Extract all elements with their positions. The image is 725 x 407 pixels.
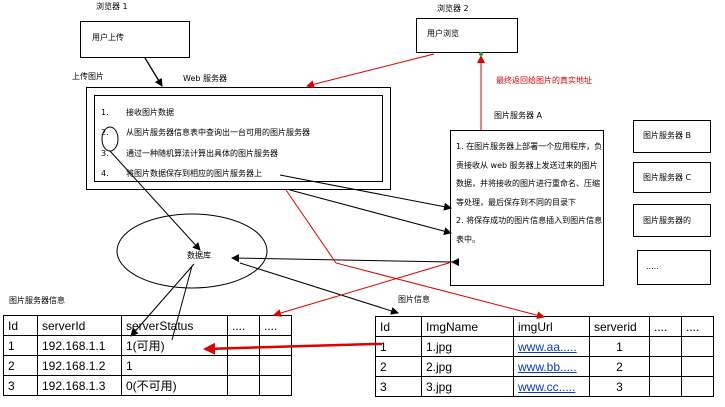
browser2-box: 用户浏览	[416, 18, 518, 53]
arrow-imgserver-db	[231, 254, 460, 267]
image-server-n-label: 图片服务器的	[643, 216, 691, 225]
table-cell: 2.jpg	[421, 356, 514, 377]
table-cell	[259, 355, 292, 376]
table-row: 3 192.168.1.3 0(不可用)	[3, 375, 292, 396]
image-table-header: Id ImgName imgUrl serverid .... ....	[375, 316, 714, 337]
table-row: 2 192.168.1.2 1	[3, 355, 292, 376]
table-cell	[227, 375, 260, 396]
image-server-c-label: 图片服务器 C	[643, 173, 692, 182]
arrow-db-to-imagetable	[239, 262, 399, 315]
server-table-title: 图片服务器信息	[9, 296, 65, 305]
table-cell	[649, 336, 682, 357]
table-cell	[681, 356, 714, 377]
header-cell: serverId	[37, 315, 122, 336]
image-table-title: 图片信息	[398, 295, 430, 304]
web-step-4: 4.将图片数据保存到相应的图片服务器上	[101, 169, 262, 178]
table-cell: 2	[375, 356, 422, 377]
image-server-more: .....	[637, 250, 711, 285]
header-cell: ....	[681, 316, 714, 337]
header-cell: ....	[227, 315, 260, 336]
image-server-b: 图片服务器 B	[633, 120, 711, 153]
table-cell: 192.168.1.1	[37, 335, 122, 356]
header-cell: ....	[259, 315, 292, 336]
image-server-more-label: .....	[646, 262, 659, 271]
upload-label: 上传图片	[72, 72, 104, 81]
table-cell: 2	[589, 356, 650, 377]
table-cell: 1	[375, 336, 422, 357]
table-cell: 192.168.1.3	[37, 375, 122, 396]
table-cell: 1.jpg	[421, 336, 514, 357]
table-cell	[259, 335, 292, 356]
table-row: 2 2.jpg www.bb..... 2	[375, 356, 714, 377]
header-cell: ....	[649, 316, 682, 337]
image-table: Id ImgName imgUrl serverid .... .... 1 1…	[375, 316, 714, 397]
arrow-web-to-imgserver	[289, 189, 452, 236]
web-step-2: 2.从图片服务器信息表中查询出一台可用的图片服务器	[101, 128, 310, 137]
table-cell: 1	[3, 335, 38, 356]
table-cell	[227, 355, 260, 376]
table-cell: 192.168.1.2	[37, 355, 122, 376]
arrow-browser2-to-web	[306, 53, 435, 89]
header-cell: Id	[375, 316, 422, 337]
web-step-1: 1.接收图片数据	[101, 108, 174, 117]
table-row: 3 3.jpg www.cc..... 3	[375, 376, 714, 397]
server-table: Id serverId serverStatus .... .... 1 192…	[3, 315, 292, 396]
table-cell: 3.jpg	[421, 376, 514, 397]
table-cell: 2	[3, 355, 38, 376]
img-url-link[interactable]: www.cc.....	[513, 376, 590, 397]
image-server-c: 图片服务器 C	[633, 162, 711, 193]
table-row: 1 192.168.1.1 1(可用)	[3, 335, 292, 356]
browser2-action: 用户浏览	[427, 29, 459, 38]
header-cell: imgUrl	[513, 316, 590, 337]
header-cell: serverid	[589, 316, 650, 337]
browser1-box: 用户上传	[80, 21, 190, 58]
table-cell	[259, 375, 292, 396]
database-label: 数据库	[187, 251, 211, 260]
arrow-imgserver-to-servertable	[273, 261, 453, 317]
table-row: 1 1.jpg www.aa..... 1	[375, 336, 714, 357]
return-note: 最终返回给图片的真实地址	[496, 76, 592, 85]
table-cell: 3	[589, 376, 650, 397]
img-url-link[interactable]: www.aa.....	[513, 336, 590, 357]
browser1-title: 浏览器 1	[96, 2, 128, 11]
table-cell	[649, 376, 682, 397]
server-table-header: Id serverId serverStatus .... ....	[3, 315, 292, 336]
image-server-a-para-1: 1. 在图片服务器上部署一个应用程序，负责接收从 web 服务器上发送过来的图片…	[456, 142, 603, 207]
header-cell: serverStatus	[121, 315, 228, 336]
table-cell: 1	[589, 336, 650, 357]
table-cell	[227, 335, 260, 356]
arrow-browser1-to-web	[144, 57, 163, 87]
table-cell: 1	[121, 355, 228, 376]
table-cell	[681, 376, 714, 397]
image-server-n: 图片服务器的	[633, 204, 711, 237]
web-step-3: 3.通过一种随机算法计算出具体的图片服务器	[101, 149, 278, 158]
image-server-a-title: 图片服务器 A	[494, 111, 543, 120]
table-cell: 3	[375, 376, 422, 397]
table-cell	[681, 336, 714, 357]
table-cell: 3	[3, 375, 38, 396]
browser2-title: 浏览器 2	[437, 4, 469, 13]
table-cell: 1(可用)	[121, 335, 228, 356]
browser1-action: 用户上传	[92, 33, 124, 42]
web-server-title: Web 服务器	[183, 74, 227, 83]
header-cell: Id	[3, 315, 38, 336]
image-server-b-label: 图片服务器 B	[643, 131, 692, 140]
header-cell: ImgName	[421, 316, 514, 337]
table-cell: 0(不可用)	[121, 375, 228, 396]
table-cell	[649, 356, 682, 377]
image-server-a-para-2: 2. 将保存成功的图片信息插入到图片信息表中。	[456, 216, 603, 244]
img-url-link[interactable]: www.bb.....	[513, 356, 590, 377]
image-server-a-desc: 1. 在图片服务器上部署一个应用程序，负责接收从 web 服务器上发送过来的图片…	[456, 138, 604, 249]
